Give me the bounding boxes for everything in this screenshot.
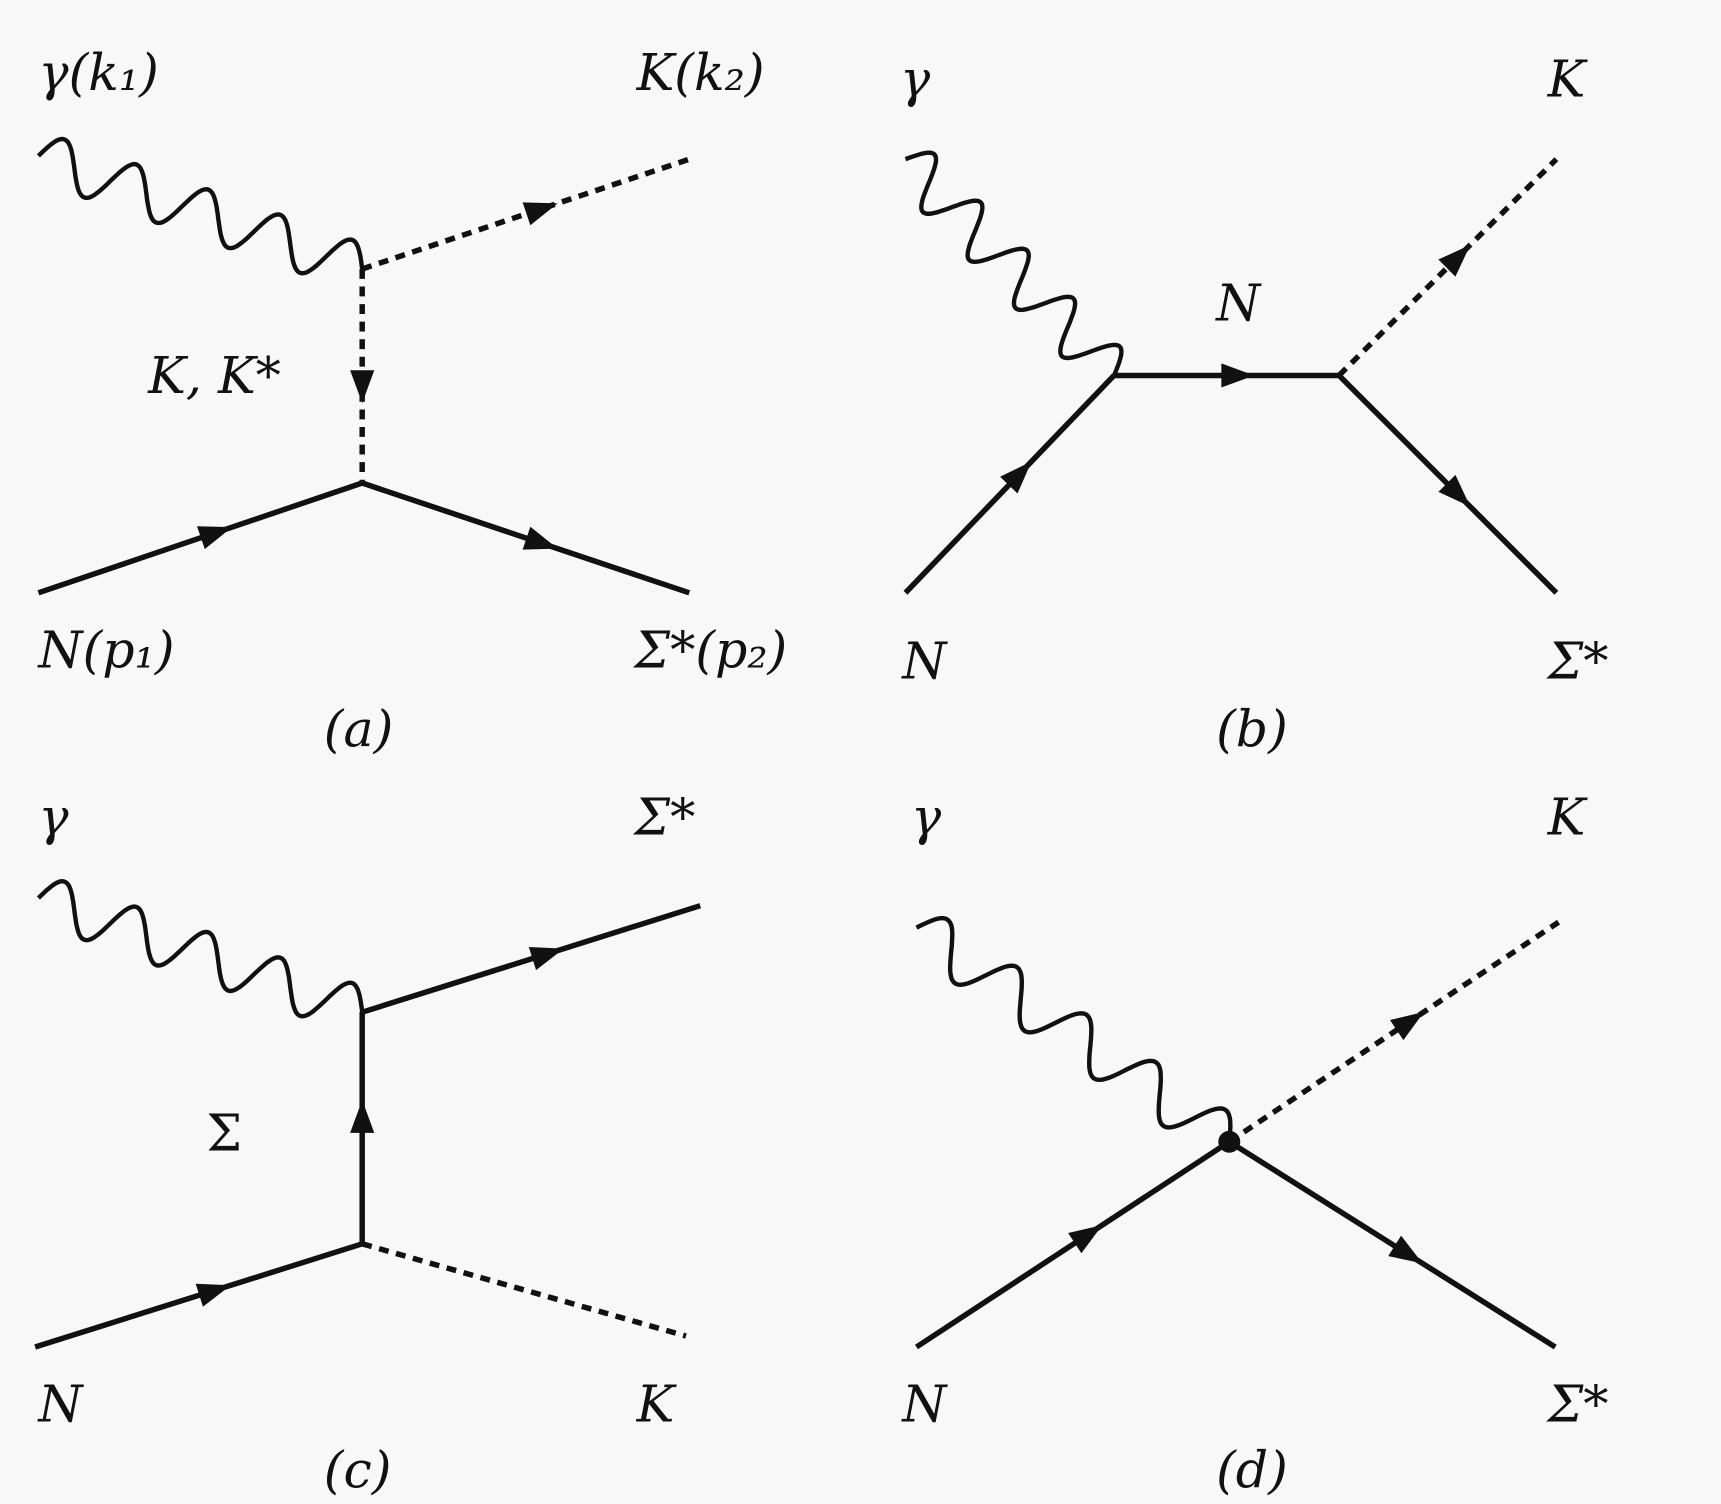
arrowhead-icon — [1438, 474, 1471, 507]
nucleon-incoming-line — [914, 1139, 1231, 1350]
label-kaon: K(k₂) — [636, 43, 765, 102]
sigma-star-outgoing-line — [361, 903, 702, 1015]
sigma-star-outgoing-line — [361, 480, 691, 596]
kaon-outgoing-line — [361, 156, 691, 272]
kaon-outgoing-line — [1227, 919, 1561, 1145]
arrowhead-icon — [528, 947, 564, 971]
arrowhead-icon — [522, 526, 558, 550]
arrowhead-icon — [350, 1099, 375, 1133]
arrowhead-icon — [1389, 1011, 1425, 1041]
arrowhead-icon — [1068, 1225, 1103, 1254]
nucleon-incoming-line — [37, 480, 364, 596]
photon-line — [36, 879, 365, 1019]
label-photon: γ(k₁) — [38, 43, 158, 102]
sigma-star-outgoing-line — [1227, 1139, 1557, 1350]
label-kaon: K — [1547, 50, 1589, 109]
label-sigma-star: Σ* — [1546, 1375, 1609, 1434]
label-sigma-star: Σ* — [1546, 631, 1609, 690]
caption-c: (c) — [324, 1441, 392, 1500]
arrowhead-icon — [197, 526, 233, 550]
kaon-outgoing-line — [1337, 157, 1559, 378]
label-nucleon: N — [36, 1375, 84, 1434]
arrowhead-icon — [1221, 363, 1255, 388]
label-photon: γ — [38, 787, 69, 846]
contact-vertex — [1218, 1130, 1241, 1153]
arrowhead-icon — [1438, 244, 1471, 277]
label-kaon: K — [636, 1375, 678, 1434]
kaon-outgoing-line — [361, 1241, 687, 1339]
arrowhead-icon — [522, 202, 558, 226]
label-photon: γ — [900, 50, 931, 109]
photon-line — [904, 150, 1124, 377]
caption-d: (d) — [1216, 1441, 1288, 1500]
photon-line — [915, 916, 1233, 1142]
arrowhead-icon — [195, 1283, 231, 1307]
label-sigma-star: Σ*(p₂) — [632, 620, 787, 679]
arrowhead-icon — [350, 370, 375, 404]
label-sigma-star: Σ* — [632, 787, 695, 846]
diagram-a: γ(k₁) K(k₂) K, K* N(p₁) Σ*(p₂) (a) — [36, 43, 787, 758]
label-nucleon: N(p₁) — [36, 620, 174, 679]
diagram-b: γ K N N Σ* (b) — [900, 50, 1609, 759]
arrowhead-icon — [1388, 1235, 1423, 1264]
caption-b: (b) — [1216, 700, 1288, 759]
photon-line — [36, 136, 365, 276]
label-nucleon: N — [900, 1375, 948, 1434]
caption-a: (a) — [324, 700, 393, 759]
label-nucleon: N — [900, 631, 948, 690]
diagram-d: γ K N Σ* (d) — [900, 787, 1608, 1499]
label-exchange: N — [1214, 274, 1262, 333]
label-exchange: K, K* — [147, 346, 281, 405]
nucleon-incoming-line — [34, 1241, 364, 1350]
arrowhead-icon — [1000, 461, 1032, 494]
diagram-c: γ Σ* Σ N K (c) — [34, 787, 702, 1500]
label-exchange: Σ — [206, 1104, 242, 1163]
label-photon: γ — [911, 787, 942, 846]
label-kaon: K — [1547, 787, 1589, 846]
